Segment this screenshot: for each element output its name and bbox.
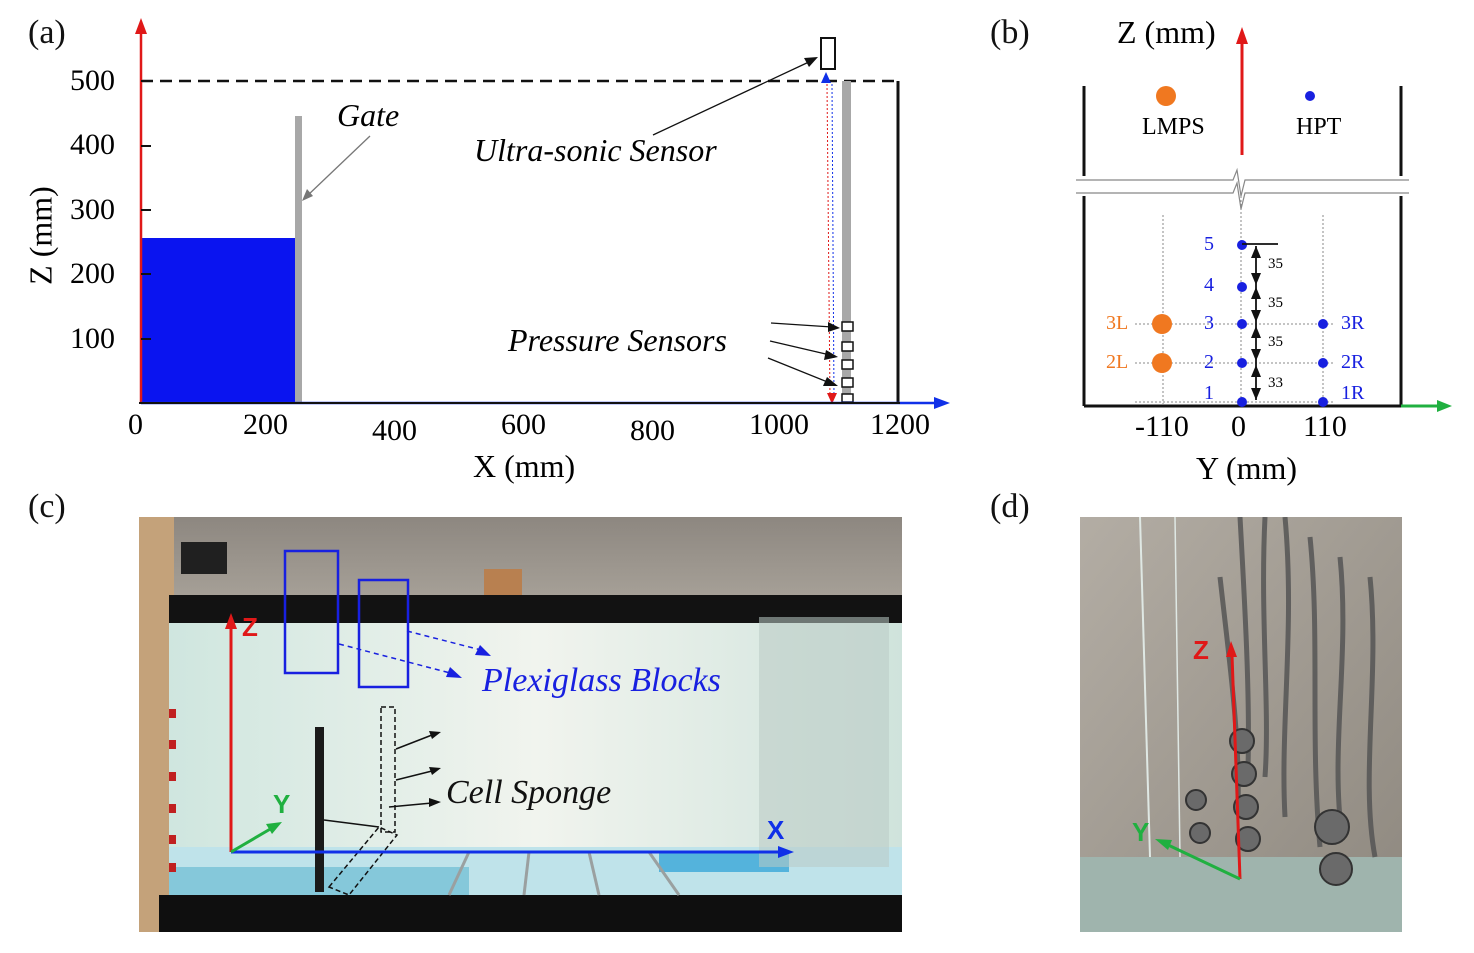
z-axis-label-b: Z (mm)	[1117, 14, 1216, 50]
axis-y-label-d: Y	[1132, 817, 1150, 847]
axis-y-d	[1165, 842, 1241, 881]
plexiglass-block-1	[283, 549, 340, 675]
sensor-pole	[842, 81, 851, 403]
legend-hpt-label: HPT	[1296, 114, 1342, 140]
gate-label: Gate	[337, 97, 400, 133]
panel-a-label: (a)	[28, 14, 66, 51]
z-axis-label-a: Z (mm)	[22, 186, 59, 285]
panel-c-label: (c)	[28, 488, 66, 525]
axis-z-label-c: Z	[242, 612, 258, 642]
axis-x-label-c: X	[767, 815, 785, 845]
axis-x-a-arrow	[934, 397, 950, 409]
dotted-red	[826, 83, 831, 401]
ultrasonic-sensor-box	[820, 37, 836, 70]
ultrasonic-label: Ultra-sonic Sensor	[474, 132, 717, 168]
cell-sponge-label: Cell Sponge	[446, 774, 612, 811]
legend-lmps-marker	[1156, 86, 1176, 106]
axis-y-c	[230, 826, 273, 854]
pressure-sensor-boxes	[841, 321, 854, 403]
plexiglass-label: Plexiglass Blocks	[482, 662, 721, 699]
panel-b-label: (b)	[990, 14, 1030, 51]
z-ticks-a	[141, 80, 151, 340]
ultrasonic-marker-down	[827, 393, 837, 404]
axis-y-label-c: Y	[273, 789, 291, 819]
axis-z-a-arrow	[135, 18, 147, 34]
water-column	[141, 238, 295, 403]
axis-z-label-d: Z	[1193, 635, 1209, 665]
x-axis-label-a: X (mm)	[473, 448, 576, 484]
legend-lmps-label: LMPS	[1142, 114, 1205, 140]
axis-z-d	[1230, 654, 1242, 880]
break-line	[1076, 167, 1409, 197]
photo-tank-side: Z Y X Plexiglass Blocks Cell Sponge	[139, 517, 902, 932]
panel-d-label: (d)	[990, 488, 1030, 525]
y-axis-label-b: Y (mm)	[1196, 450, 1298, 486]
gate	[295, 116, 302, 403]
dotted-blue	[831, 83, 835, 401]
pressure-label: Pressure Sensors	[508, 322, 727, 358]
lmps-points	[1152, 314, 1172, 373]
plexiglass-block-2	[357, 578, 410, 689]
photo-tank-front: Z Y	[1080, 517, 1402, 932]
legend-hpt-marker	[1305, 91, 1315, 101]
ultrasonic-marker-up	[821, 72, 831, 83]
